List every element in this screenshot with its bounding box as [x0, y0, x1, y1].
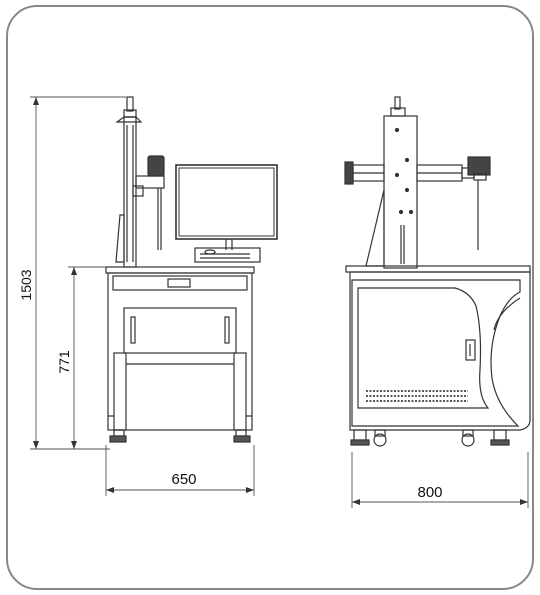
front-view: [105, 96, 278, 443]
side-column: [365, 96, 418, 269]
front-cabinet: [107, 272, 253, 443]
dimension-650: 650: [171, 471, 196, 488]
front-table-top: [105, 266, 255, 274]
front-monitor: [175, 164, 278, 263]
front-laser-head: [132, 155, 165, 250]
side-table-top: [345, 265, 531, 273]
dimension-lines: [30, 96, 529, 508]
front-column: [115, 96, 143, 268]
side-vents: [366, 390, 468, 402]
dimension-800: 800: [417, 484, 442, 501]
side-arm: [344, 156, 491, 250]
drawing-frame: [6, 5, 534, 590]
dimension-771: 771: [56, 350, 72, 374]
side-view: [344, 96, 531, 447]
side-cabinet: [349, 271, 531, 447]
dimension-1503: 1503: [18, 269, 34, 300]
